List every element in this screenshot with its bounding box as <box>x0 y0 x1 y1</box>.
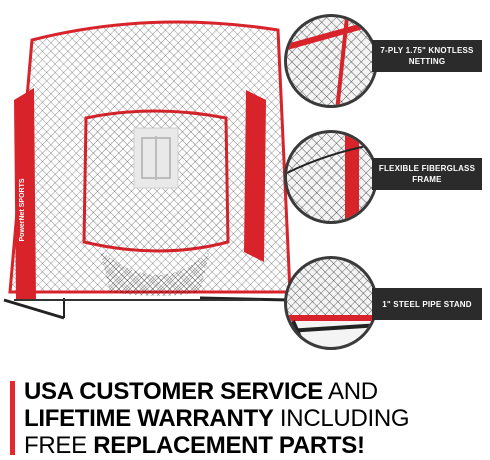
frame-closeup-icon <box>284 130 378 224</box>
headline-line-2: LIFETIME WARRANTY INCLUDING <box>24 405 410 432</box>
accent-bar <box>10 381 15 455</box>
callout-label-frame: FLEXIBLE FIBERGLASS FRAME <box>372 158 482 190</box>
side-panel-right <box>244 90 266 262</box>
headline: USA CUSTOMER SERVICE AND LIFETIME WARRAN… <box>24 378 484 459</box>
product-image: PowerNet SPORTS <box>3 20 292 320</box>
batting-net: PowerNet SPORTS <box>3 20 292 320</box>
headline-line-3: FREE REPLACEMENT PARTS! <box>24 432 365 459</box>
brand-text: PowerNet SPORTS <box>19 178 26 241</box>
headline-line-1: USA CUSTOMER SERVICE AND <box>24 378 378 405</box>
stand-closeup-icon <box>284 256 378 350</box>
netting-closeup-icon <box>284 14 378 108</box>
ball-pocket <box>100 250 210 296</box>
side-panel-left <box>14 88 36 300</box>
callout-label-stand: 1" STEEL PIPE STAND <box>372 288 482 320</box>
callout-label-netting: 7-PLY 1.75" KNOTLESS NETTING <box>372 40 482 72</box>
